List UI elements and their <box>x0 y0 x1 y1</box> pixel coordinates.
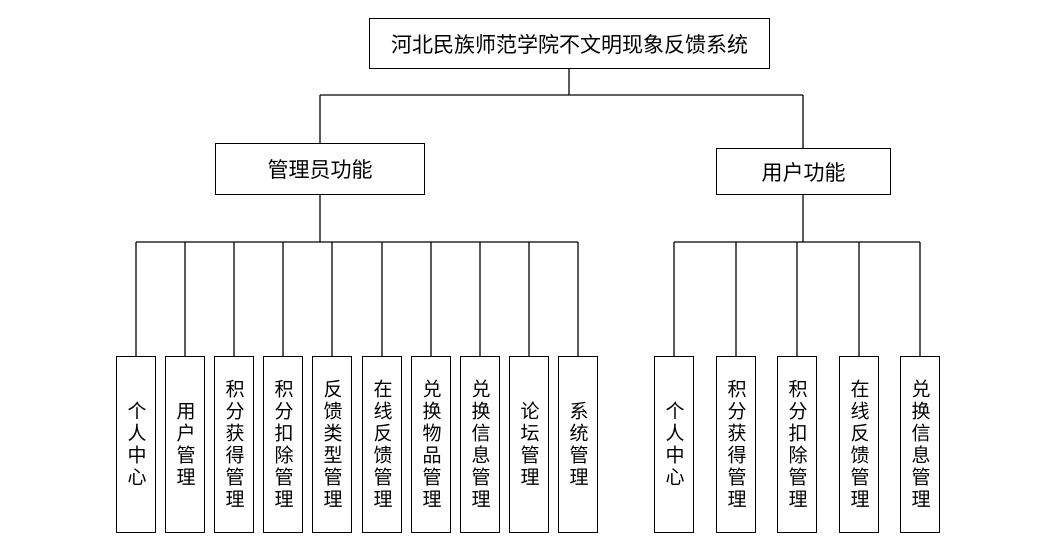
root-system-box: 河北民族师范学院不文明现象反馈系统 <box>369 18 770 69</box>
leaf-box-admin-3: 积分扣除管理 <box>263 356 303 533</box>
leaf-box-user-1: 积分获得管理 <box>716 356 756 533</box>
leaf-label: 在线反馈管理 <box>370 378 393 511</box>
leaf-label: 兑换信息管理 <box>468 378 491 511</box>
branch-box-admin: 管理员功能 <box>215 143 425 195</box>
root-system-label: 河北民族师范学院不文明现象反馈系统 <box>391 32 748 57</box>
leaf-box-admin-2: 积分获得管理 <box>214 356 254 533</box>
leaf-label: 兑换物品管理 <box>419 378 442 511</box>
leaf-box-admin-7: 兑换信息管理 <box>460 356 500 533</box>
leaf-box-admin-4: 反馈类型管理 <box>312 356 352 533</box>
leaf-box-user-3: 在线反馈管理 <box>839 356 879 533</box>
leaf-label: 积分获得管理 <box>222 378 245 511</box>
leaf-box-admin-9: 系统管理 <box>558 356 598 533</box>
branch-label-admin: 管理员功能 <box>267 158 373 182</box>
leaf-box-admin-8: 论坛管理 <box>509 356 549 533</box>
leaf-box-user-0: 个人中心 <box>654 356 694 533</box>
leaf-label: 兑换信息管理 <box>908 378 931 511</box>
leaf-label: 个人中心 <box>662 400 685 489</box>
leaf-label: 个人中心 <box>124 400 147 489</box>
leaf-label: 反馈类型管理 <box>320 378 343 511</box>
leaf-box-user-4: 兑换信息管理 <box>900 356 940 533</box>
leaf-label: 在线反馈管理 <box>847 378 870 511</box>
branch-box-user: 用户功能 <box>716 148 891 195</box>
leaf-box-admin-5: 在线反馈管理 <box>362 356 402 533</box>
leaf-label: 积分扣除管理 <box>271 378 294 511</box>
leaf-label: 论坛管理 <box>517 400 540 489</box>
leaf-label: 积分扣除管理 <box>785 378 808 511</box>
leaf-box-admin-6: 兑换物品管理 <box>411 356 451 533</box>
leaf-box-admin-0: 个人中心 <box>116 356 156 533</box>
leaf-label: 系统管理 <box>566 400 589 489</box>
leaf-label: 积分获得管理 <box>724 378 747 511</box>
leaf-box-user-2: 积分扣除管理 <box>777 356 817 533</box>
branch-label-user: 用户功能 <box>761 160 846 185</box>
leaf-box-admin-1: 用户管理 <box>165 356 205 533</box>
leaf-label: 用户管理 <box>173 400 196 489</box>
